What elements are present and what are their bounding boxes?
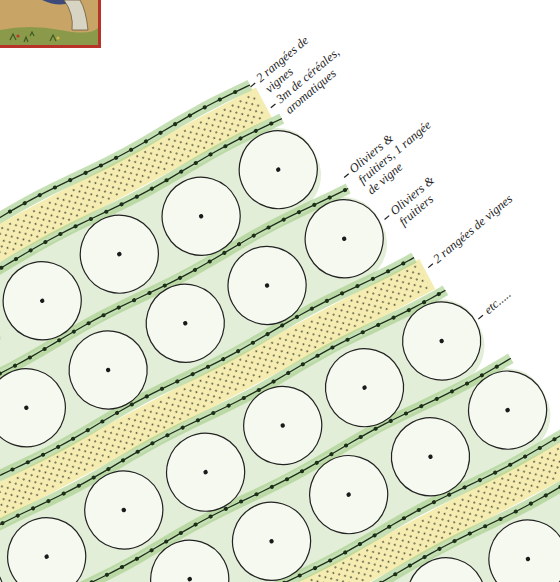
corner-illustration — [0, 0, 100, 47]
tree-trunk — [269, 538, 275, 544]
tree-trunk — [187, 576, 193, 582]
painting-ground — [0, 0, 98, 46]
vine-stocks — [0, 459, 560, 582]
vine-foliage — [0, 459, 560, 582]
tree-trunk — [427, 454, 433, 460]
olive-tree — [214, 233, 319, 338]
tree-trunk — [439, 338, 445, 344]
olive-tree — [67, 201, 172, 306]
olive-tree — [137, 526, 242, 582]
olive-tree — [71, 457, 176, 562]
olive-tree — [541, 575, 560, 582]
label-dash — [428, 264, 433, 268]
vine-row — [0, 459, 560, 582]
tree-trunk — [198, 213, 204, 219]
tree-trunk — [39, 298, 45, 304]
olive-tree — [389, 288, 494, 393]
tree-trunk — [525, 556, 531, 562]
label-dash — [271, 104, 276, 108]
olive-tree — [475, 506, 560, 582]
olive-tree — [393, 544, 498, 582]
olive-tree — [0, 248, 95, 353]
olive-tree — [455, 357, 560, 462]
vine-stocks — [0, 186, 348, 582]
band-label: 2 rangées de vignes — [431, 192, 516, 266]
tree-trunk — [341, 236, 347, 242]
tree-trunk — [264, 282, 270, 288]
band-label: etc..... — [482, 288, 514, 318]
olive-tree — [153, 419, 258, 524]
painting-robe — [64, 0, 88, 30]
olive-tree — [296, 442, 401, 547]
label-dash — [385, 216, 390, 220]
tree-trunk — [280, 423, 286, 429]
tree-trunk — [23, 405, 29, 411]
olive-tree — [312, 335, 417, 440]
label-dash — [478, 315, 483, 319]
olive-tree — [0, 355, 79, 460]
label-dash — [251, 83, 256, 87]
label-dashes — [251, 83, 483, 319]
olive-tree — [291, 186, 396, 291]
painting-flower — [16, 34, 19, 37]
tree-trunk — [44, 554, 50, 560]
olive-tree — [230, 373, 335, 478]
painting-frame — [0, 0, 100, 47]
tree-trunk — [182, 320, 188, 326]
olive-tree — [378, 404, 483, 509]
tree-trunk — [346, 492, 352, 498]
tree-trunk — [203, 469, 209, 475]
tree-trunk — [121, 507, 127, 513]
tree-trunk — [105, 367, 111, 373]
painting-plants — [10, 32, 56, 42]
olive-tree — [148, 164, 253, 269]
label-dash — [344, 174, 349, 178]
olive-tree — [60, 573, 165, 582]
olive-tree — [0, 542, 18, 582]
olive-tree — [0, 504, 99, 582]
vine-row — [0, 186, 348, 582]
olive-tree — [219, 489, 324, 582]
tree-trunk — [362, 385, 368, 391]
olive-tree — [133, 271, 238, 376]
painting-flower — [56, 36, 59, 39]
tree-trunk — [116, 251, 122, 257]
olive-tree — [55, 317, 160, 422]
tree-trunk — [275, 167, 281, 173]
olive-tree — [226, 117, 331, 222]
olive-tree — [0, 402, 2, 507]
tree-trunk — [505, 407, 511, 413]
